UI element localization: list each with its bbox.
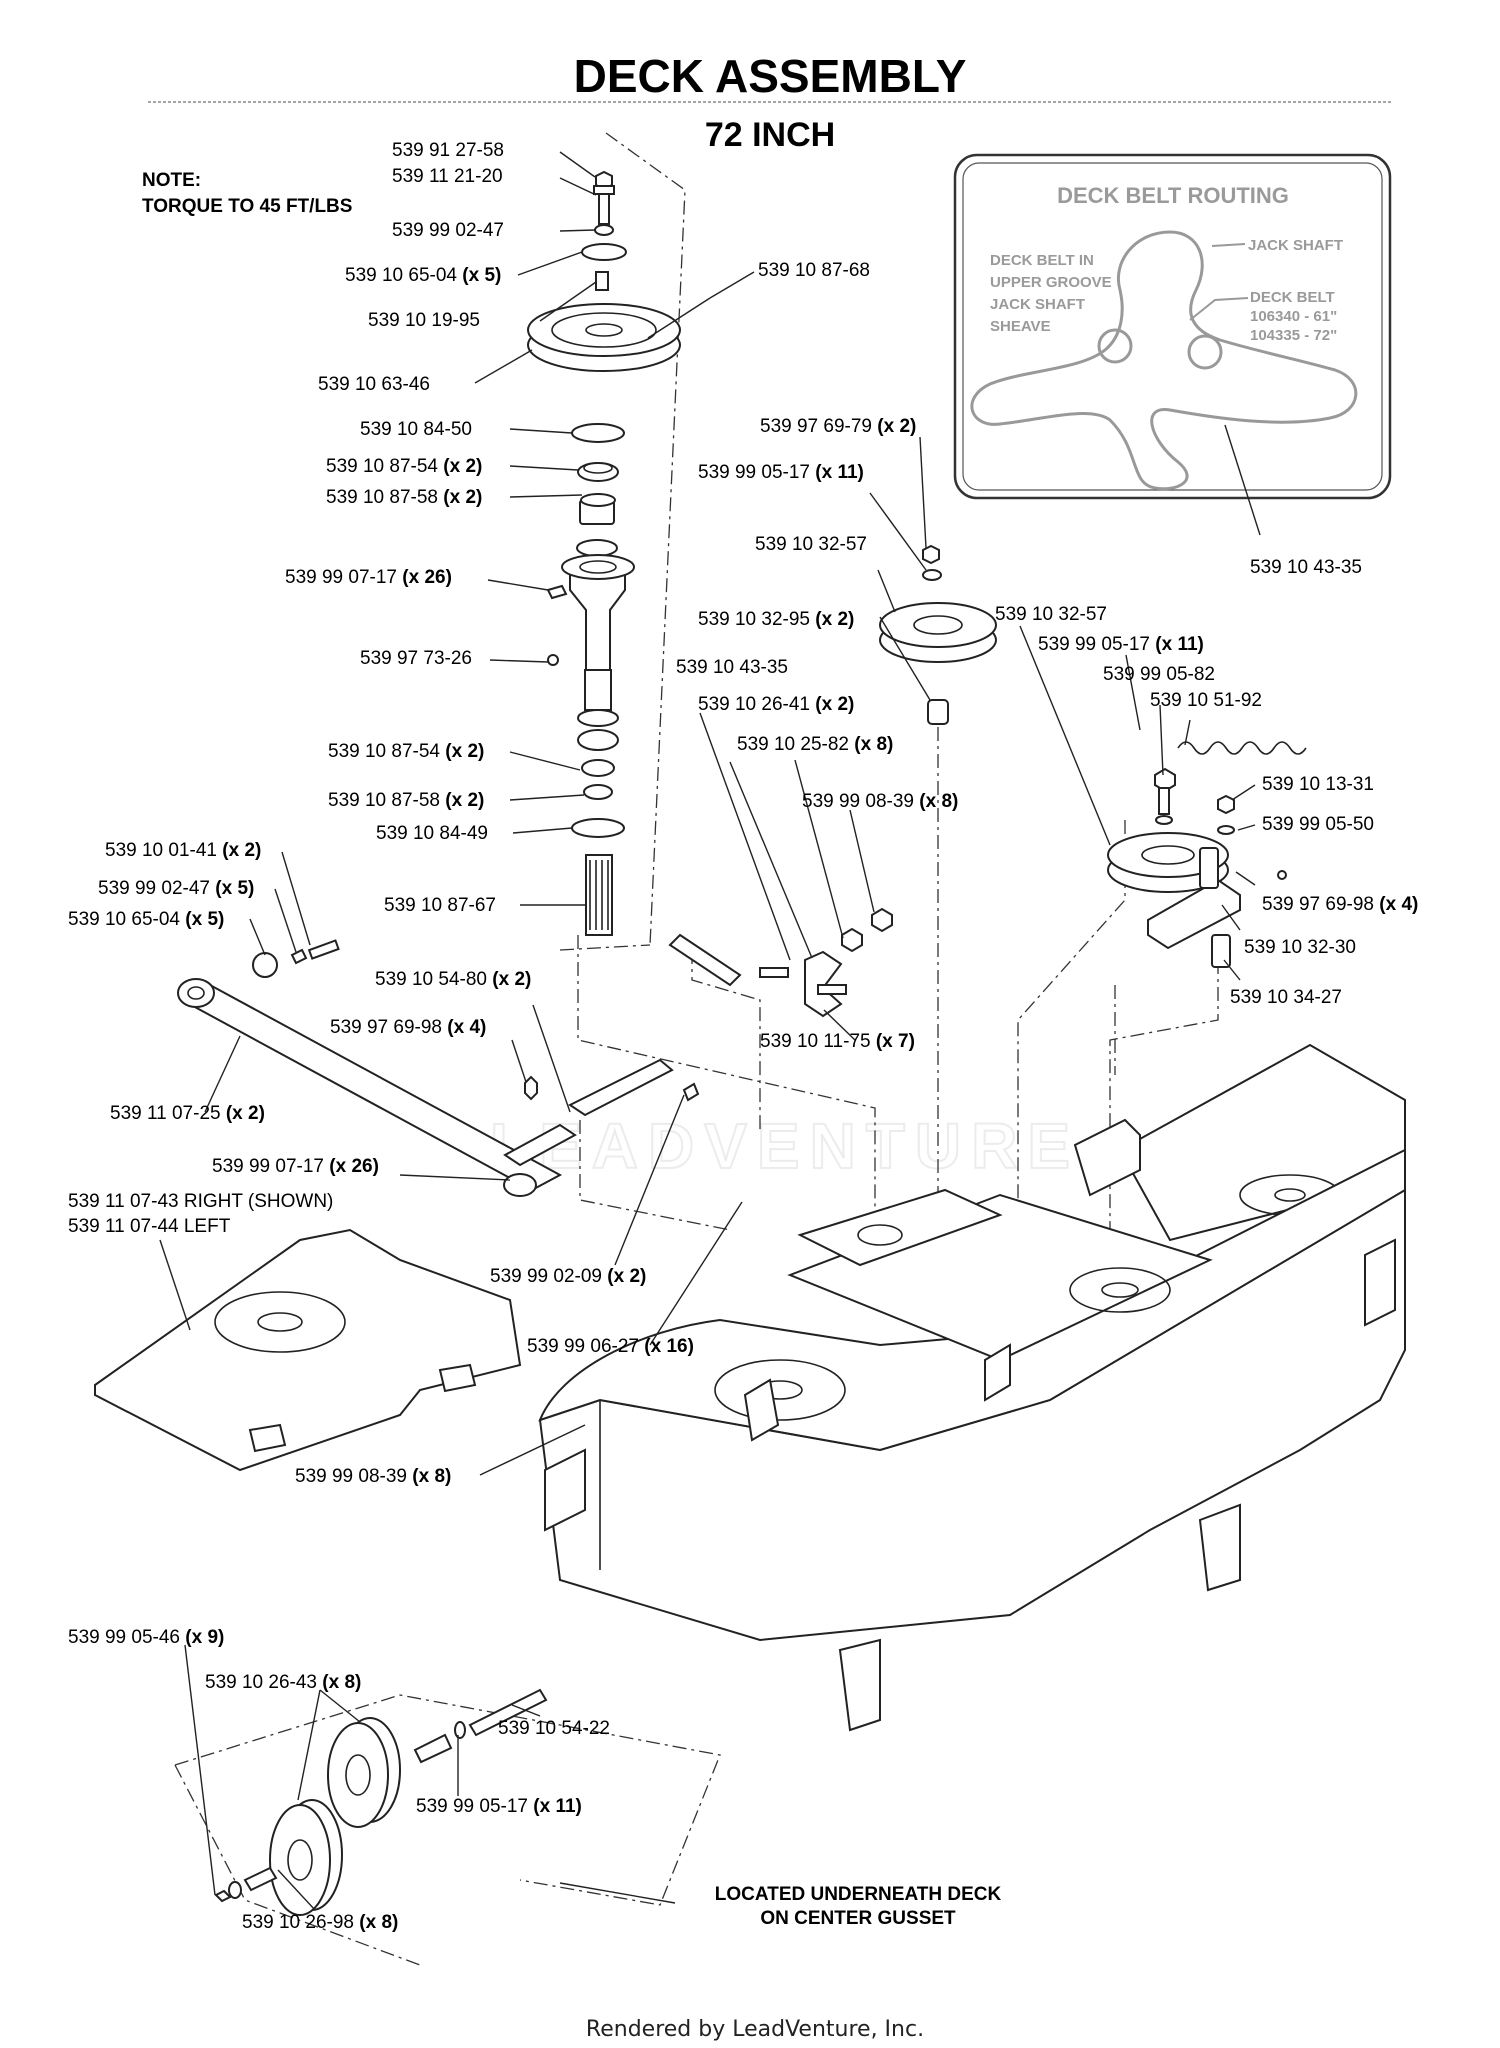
routing-upper-3: JACK SHAFT xyxy=(990,296,1085,313)
belt-keeper-icon xyxy=(668,933,742,987)
watermark: LEADVENTURE xyxy=(490,1110,1080,1182)
label-16: 539 99 02-47 (x 5) xyxy=(98,878,254,899)
label-13: 539 10 84-49 xyxy=(376,823,488,844)
note-torque: TORQUE TO 45 FT/LBS xyxy=(142,196,352,217)
label-2: 539 99 02-47 xyxy=(392,220,504,241)
label-45: 539 99 06-27 (x 16) xyxy=(527,1336,694,1357)
page-subtitle: 72 INCH xyxy=(705,116,835,154)
routing-upper-2: UPPER GROOVE xyxy=(990,274,1112,291)
label-17: 539 10 65-04 (x 5) xyxy=(68,909,224,930)
spindle-shaft-icon xyxy=(585,854,613,936)
label-40: 539 10 11-75 (x 7) xyxy=(760,1031,915,1052)
label-28: 539 99 05-17 (x 11) xyxy=(1038,634,1204,655)
routing-belt-2: 106340 - 61" xyxy=(1250,308,1337,325)
routing-belt-1: DECK BELT xyxy=(1250,289,1335,306)
label-18: 539 10 87-68 xyxy=(758,260,870,281)
label-30: 539 10 51-92 xyxy=(1150,690,1262,711)
label-44: 539 99 02-09 (x 2) xyxy=(490,1266,646,1287)
note-heading: NOTE: xyxy=(142,170,201,191)
screw-icon xyxy=(546,584,568,600)
spindle-assembly xyxy=(527,170,681,936)
routing-belt-3: 104335 - 72" xyxy=(1250,327,1337,344)
idler-pulley-2-icon xyxy=(1107,832,1229,878)
label-47: 539 99 05-46 (x 9) xyxy=(68,1627,224,1648)
label-41: 539 99 07-17 (x 26) xyxy=(212,1156,379,1177)
bolt-icon xyxy=(598,189,610,225)
idler-sheave-icon xyxy=(1187,334,1223,370)
footer-credit: Rendered by LeadVenture, Inc. xyxy=(586,2017,924,2042)
label-33: 539 97 69-98 (x 4) xyxy=(1262,894,1418,915)
belt-path-icon xyxy=(970,230,1358,491)
spacer-icon xyxy=(571,423,625,443)
label-15: 539 10 01-41 (x 2) xyxy=(105,840,261,861)
routing-upper-4: SHEAVE xyxy=(990,318,1051,335)
label-11: 539 10 87-54 (x 2) xyxy=(328,741,484,762)
mower-deck xyxy=(538,1043,1406,1732)
label-27: 539 10 32-57 xyxy=(995,604,1107,625)
label-8: 539 10 87-58 (x 2) xyxy=(326,487,482,508)
key-icon xyxy=(595,271,609,291)
page-title: DECK ASSEMBLY xyxy=(574,50,967,102)
routing-jack-shaft: JACK SHAFT xyxy=(1248,237,1343,254)
wheel-2-icon xyxy=(327,1722,389,1828)
label-35: 539 10 34-27 xyxy=(1230,987,1342,1008)
label-9: 539 99 07-17 (x 26) xyxy=(285,567,452,588)
label-42: 539 11 07-43 RIGHT (SHOWN) xyxy=(68,1191,333,1212)
label-22: 539 10 32-95 (x 2) xyxy=(698,609,854,630)
label-19: 539 97 69-79 (x 2) xyxy=(760,416,916,437)
pivot-arm xyxy=(177,939,700,1197)
spring-icon xyxy=(1177,741,1307,755)
label-21: 539 10 32-57 xyxy=(755,534,867,555)
label-4: 539 10 19-95 xyxy=(368,310,480,331)
label-34: 539 10 32-30 xyxy=(1244,937,1356,958)
label-7: 539 10 87-54 (x 2) xyxy=(326,456,482,477)
label-10: 539 97 73-26 xyxy=(360,648,472,669)
label-29: 539 99 05-82 xyxy=(1103,664,1215,685)
label-31: 539 10 13-31 xyxy=(1262,774,1374,795)
jack-shaft-sheave-icon xyxy=(1097,328,1133,364)
label-36: 539 10 43-35 xyxy=(1250,557,1362,578)
label-20: 539 99 05-17 (x 11) xyxy=(698,462,864,483)
label-1: 539 11 21-20 xyxy=(392,166,503,187)
label-14: 539 10 87-67 xyxy=(384,895,496,916)
label-24: 539 10 26-41 (x 2) xyxy=(698,694,854,715)
label-37: 539 10 54-80 (x 2) xyxy=(375,969,531,990)
label-32: 539 99 05-50 xyxy=(1262,814,1374,835)
label-48: 539 10 26-43 (x 8) xyxy=(205,1672,361,1693)
label-38: 539 97 69-98 (x 4) xyxy=(330,1017,486,1038)
label-12: 539 10 87-58 (x 2) xyxy=(328,790,484,811)
label-26: 539 99 08-39 (x 8) xyxy=(802,791,958,812)
leader-lines xyxy=(159,151,1261,1911)
located-note-1: LOCATED UNDERNEATH DECK xyxy=(715,1884,1002,1905)
label-46: 539 99 08-39 (x 8) xyxy=(295,1466,451,1487)
label-5: 539 10 63-46 xyxy=(318,374,430,395)
label-25: 539 10 25-82 (x 8) xyxy=(737,734,893,755)
label-6: 539 10 84-50 xyxy=(360,419,472,440)
idler-assembly xyxy=(879,544,1307,968)
gauge-wheels xyxy=(214,1688,548,1916)
label-49: 539 10 54-22 xyxy=(498,1718,610,1739)
label-3: 539 10 65-04 (x 5) xyxy=(345,265,501,286)
label-39: 539 11 07-25 (x 2) xyxy=(110,1103,265,1124)
routing-title: DECK BELT ROUTING xyxy=(1057,183,1289,208)
label-51: 539 10 26-98 (x 8) xyxy=(242,1912,398,1933)
side-shield xyxy=(94,1228,522,1472)
axle-bolt-icon xyxy=(468,1688,548,1737)
label-0: 539 91 27-58 xyxy=(392,140,504,161)
deck-belt-routing-panel: DECK BELT ROUTING JACK SHAFT DECK BELT I… xyxy=(953,153,1392,500)
located-note-2: ON CENTER GUSSET xyxy=(760,1908,956,1929)
label-23: 539 10 43-35 xyxy=(676,657,788,678)
wheel-icon xyxy=(269,1804,331,1916)
label-50: 539 99 05-17 (x 11) xyxy=(416,1796,582,1817)
bearing-icon xyxy=(577,462,619,482)
part-labels: 539 91 27-58 539 11 21-20 539 99 02-47 5… xyxy=(68,140,1418,1933)
routing-upper-1: DECK BELT IN xyxy=(990,252,1094,269)
label-43: 539 11 07-44 LEFT xyxy=(68,1216,231,1237)
belt-keeper xyxy=(668,907,893,1018)
pin-icon xyxy=(568,1058,674,1117)
washer-icon xyxy=(594,224,614,236)
